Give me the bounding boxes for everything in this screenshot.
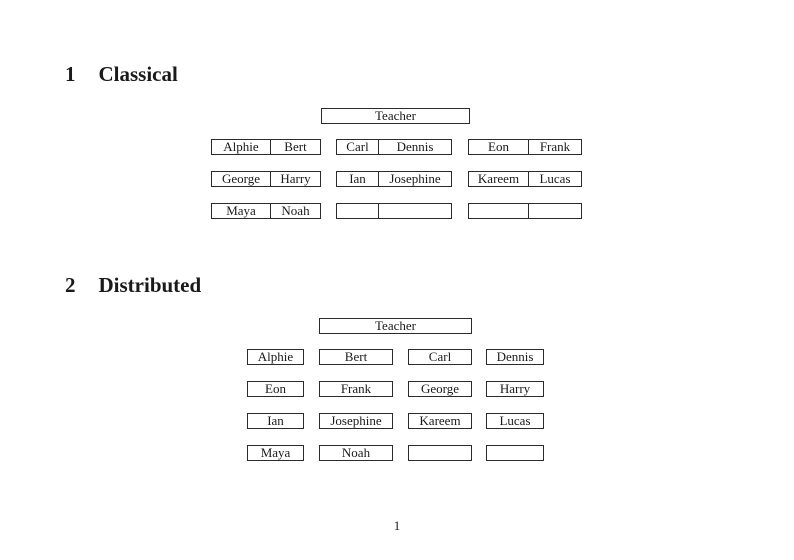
seat: Carl — [337, 140, 379, 154]
teacher-label: Teacher — [375, 108, 416, 123]
seat: Noah — [281, 203, 310, 218]
section-title: Distributed — [98, 273, 202, 297]
seat: Eon — [469, 140, 529, 154]
desk: Bert — [319, 349, 393, 365]
desk: Ian — [247, 413, 304, 429]
desk: Kareem — [408, 413, 472, 429]
seat: Maya — [212, 204, 271, 218]
desk: Eon Frank — [468, 139, 582, 155]
seat: Ian — [337, 172, 379, 186]
seat: Josephine — [389, 171, 441, 186]
desk: Frank — [319, 381, 393, 397]
seat-empty — [379, 204, 451, 218]
desk: Alphie — [247, 349, 304, 365]
desk: Dennis — [486, 349, 544, 365]
seat: Bert — [284, 139, 307, 154]
desk-empty — [336, 203, 452, 219]
desk-empty — [468, 203, 582, 219]
seat: Harry — [280, 171, 311, 186]
seat: Kareem — [469, 172, 529, 186]
classical-desk-grid: Alphie Bert Carl Dennis Eon Frank George… — [211, 139, 582, 235]
desk-row: Eon Frank George Harry — [247, 381, 544, 397]
section-heading-distributed: 2 Distributed — [65, 273, 201, 297]
section-heading-classical: 1 Classical — [65, 62, 178, 86]
page-number: 1 — [393, 518, 401, 533]
desk-row: Maya Noah — [247, 445, 544, 461]
desk: Maya Noah — [211, 203, 321, 219]
desk-row: Ian Josephine Kareem Lucas — [247, 413, 544, 429]
desk: George — [408, 381, 472, 397]
desk-empty — [486, 445, 544, 461]
desk: Eon — [247, 381, 304, 397]
desk: Carl Dennis — [336, 139, 452, 155]
seat: Frank — [539, 139, 571, 154]
section-number: 1 — [65, 62, 76, 86]
seat: Alphie — [212, 140, 271, 154]
seat: Lucas — [539, 171, 571, 186]
seat-empty — [337, 204, 379, 218]
desk: Kareem Lucas — [468, 171, 582, 187]
desk: Noah — [319, 445, 393, 461]
desk-row: Maya Noah — [211, 203, 582, 219]
desk-row: Alphie Bert Carl Dennis — [247, 349, 544, 365]
seat: Dennis — [396, 139, 434, 154]
desk: Josephine — [319, 413, 393, 429]
desk: Harry — [486, 381, 544, 397]
desk-row: Alphie Bert Carl Dennis Eon Frank — [211, 139, 582, 155]
desk: Carl — [408, 349, 472, 365]
seat-empty — [469, 204, 529, 218]
seat: George — [212, 172, 271, 186]
teacher-box: Teacher — [319, 318, 472, 334]
section-number: 2 — [65, 273, 76, 297]
desk-empty — [408, 445, 472, 461]
desk: Lucas — [486, 413, 544, 429]
teacher-label: Teacher — [375, 318, 416, 333]
distributed-desk-grid: Alphie Bert Carl Dennis Eon Frank George… — [247, 349, 544, 477]
section-title: Classical — [98, 62, 178, 86]
desk: Ian Josephine — [336, 171, 452, 187]
desk: Alphie Bert — [211, 139, 321, 155]
desk-row: George Harry Ian Josephine Kareem Lucas — [211, 171, 582, 187]
desk: Maya — [247, 445, 304, 461]
teacher-box: Teacher — [321, 108, 470, 124]
seat-empty — [529, 204, 581, 218]
desk: George Harry — [211, 171, 321, 187]
